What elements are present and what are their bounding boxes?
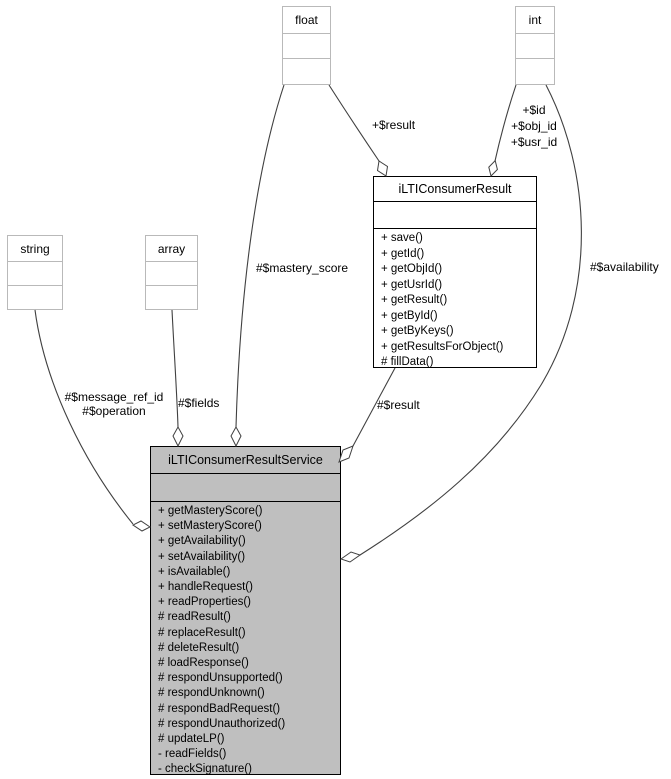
method: + save() xyxy=(381,232,423,244)
method: + getId() xyxy=(381,247,425,260)
edge-label-int-ids: +$id +$obj_id +$usr_id xyxy=(503,102,565,150)
method: + getMasteryScore() xyxy=(158,505,263,517)
method: + getById() xyxy=(381,309,438,322)
edge-label-usr-id: +$usr_id xyxy=(510,135,558,149)
method: + readProperties() xyxy=(158,596,251,609)
class-name: iLTIConsumerResultService xyxy=(168,453,323,467)
method: - checkSignature() xyxy=(158,763,252,776)
method: + getObjId() xyxy=(381,263,443,275)
aggregation-diamond xyxy=(339,551,362,563)
class-name: iLTIConsumerResult xyxy=(398,182,512,196)
method: # respondUnauthorized() xyxy=(158,717,286,730)
method: # loadResponse() xyxy=(158,657,249,670)
method: + setAvailability() xyxy=(158,550,246,563)
method: + setMasteryScore() xyxy=(158,520,262,533)
edge-float-to-service xyxy=(235,84,285,428)
aggregation-diamond xyxy=(376,160,389,177)
method: + isAvailable() xyxy=(158,565,231,578)
methods-compartment xyxy=(8,285,62,309)
edge-label-result-aggregation: +$result xyxy=(372,118,416,132)
method: # respondUnknown() xyxy=(158,687,265,700)
methods-compartment xyxy=(146,285,197,309)
class-box-ilticonsumerresult[interactable]: iLTIConsumerResult + save() + getId() + … xyxy=(373,176,537,368)
attributes-compartment xyxy=(151,473,340,501)
method: # updateLP() xyxy=(158,733,225,746)
aggregation-diamond xyxy=(172,425,184,448)
edge-label-message-ref-id: #$message_ref_id xyxy=(64,390,164,404)
method: + handleRequest() xyxy=(158,581,253,594)
methods-compartment: + getMasteryScore() + setMasteryScore() … xyxy=(151,501,340,778)
aggregation-diamond xyxy=(132,520,151,532)
class-box-float: float xyxy=(282,6,331,85)
class-box-ilticonsumerresultservice[interactable]: iLTIConsumerResultService + getMasterySc… xyxy=(150,446,341,775)
methods-compartment: + save() + getId() + getObjId() + getUsr… xyxy=(374,228,536,371)
edge-label-mastery-score: #$mastery_score xyxy=(256,261,349,275)
method: - readFields() xyxy=(158,748,227,761)
method: # deleteResult() xyxy=(158,641,240,654)
attributes-compartment xyxy=(283,33,330,58)
attributes-compartment xyxy=(146,261,197,285)
methods-compartment xyxy=(283,58,330,84)
method: # fillData() xyxy=(381,356,434,368)
method: + getByKeys() xyxy=(381,325,454,337)
method: # replaceResult() xyxy=(158,626,246,639)
class-name: float xyxy=(295,13,318,27)
attributes-compartment xyxy=(8,261,62,285)
method: # readResult() xyxy=(158,611,231,624)
class-box-int: int xyxy=(515,6,555,85)
methods-compartment xyxy=(516,58,554,84)
method: # respondBadRequest() xyxy=(158,702,281,715)
edge-label-message-operation: #$message_ref_id #$operation xyxy=(58,390,170,418)
edge-label-result-to-service: #$result xyxy=(377,398,420,412)
class-box-string: string xyxy=(7,235,63,310)
attributes-compartment xyxy=(516,33,554,58)
edge-label-obj-id: +$obj_id xyxy=(511,119,557,133)
aggregation-diamond xyxy=(488,159,498,177)
edge-label-availability: #$availability xyxy=(590,260,659,274)
method: + getAvailability() xyxy=(158,535,246,548)
method: + getResult() xyxy=(381,294,448,306)
class-name: int xyxy=(528,13,542,27)
edge-label-operation: #$operation xyxy=(82,404,146,418)
method: + getUsrId() xyxy=(381,278,443,291)
method: + getResultsForObject() xyxy=(381,340,504,353)
attributes-compartment xyxy=(374,201,536,228)
class-name: string xyxy=(20,241,50,256)
edge-label-fields: #$fields xyxy=(178,396,220,410)
class-name: array xyxy=(157,241,186,256)
edge-label-id: +$id xyxy=(522,103,546,117)
aggregation-diamond xyxy=(338,445,354,463)
aggregation-diamond xyxy=(230,425,242,448)
class-box-array: array xyxy=(145,235,198,310)
method: # respondUnsupported() xyxy=(158,672,283,685)
